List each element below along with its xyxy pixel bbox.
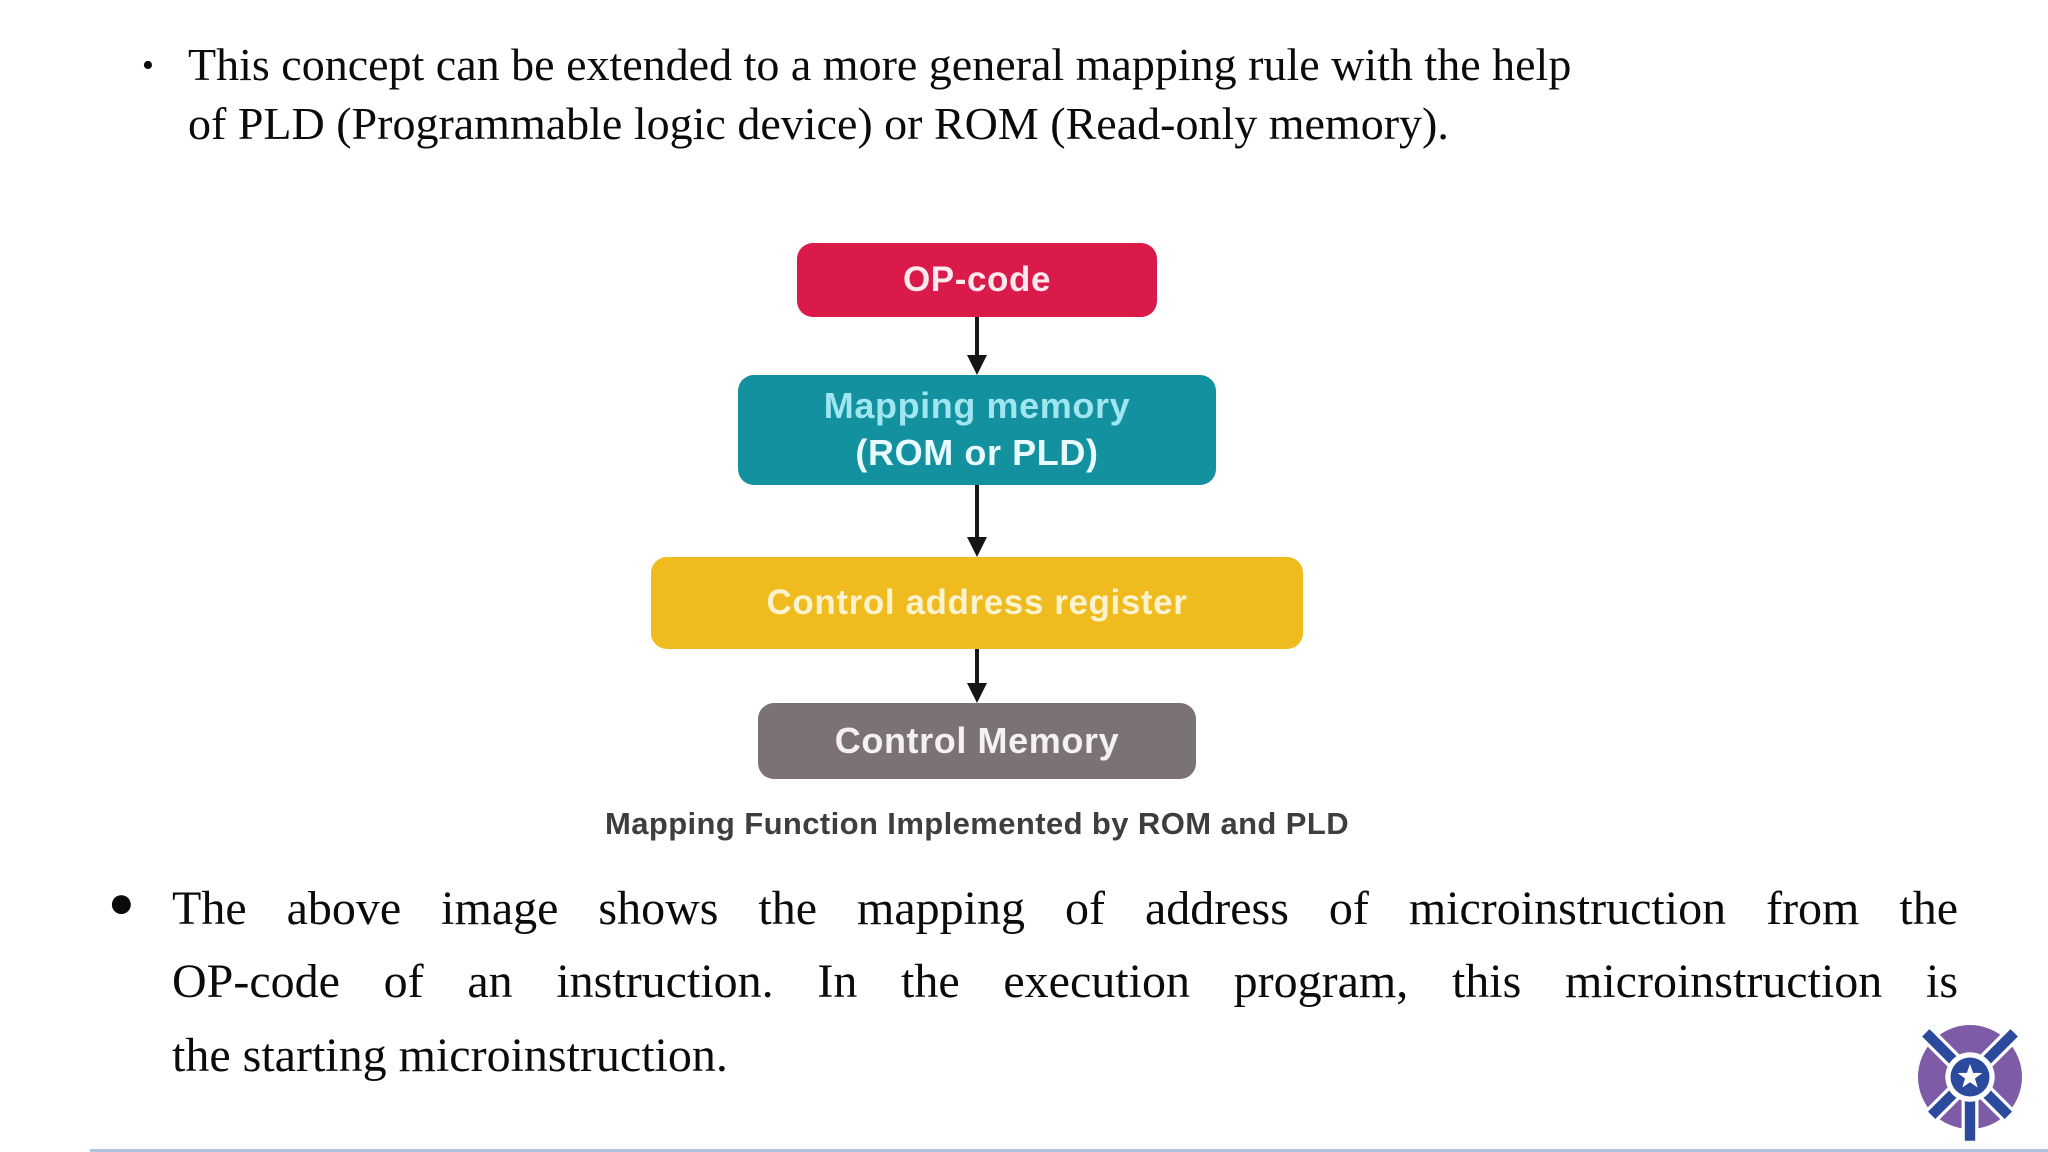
diagram-node-mapping-memory-line-2: (ROM or PLD)	[855, 432, 1099, 473]
diagram-node-control-address-register-label: Control address register	[766, 583, 1188, 622]
bullet-marker: ●	[108, 878, 135, 927]
bullet-paragraph-2: ● The above image shows the mapping of a…	[108, 872, 1958, 1092]
bullet-1-text: This concept can be extended to a more g…	[188, 36, 1932, 154]
bullet-2-line-2: OP-code of an instruction. In the execut…	[172, 955, 1958, 1009]
down-arrow-icon	[967, 485, 987, 557]
college-emblem-logo	[1918, 1025, 2022, 1141]
bullet-marker: •	[142, 47, 154, 84]
diagram-node-control-memory: Control Memory	[758, 703, 1196, 779]
diagram-node-control-memory-label: Control Memory	[834, 720, 1120, 761]
star-icon	[1957, 1064, 1983, 1088]
diagram-caption: Mapping Function Implemented by ROM and …	[605, 806, 1349, 841]
bullet-2-line-1: The above image shows the mapping of add…	[172, 882, 1958, 935]
mapping-flow-diagram: OP-code Mapping memory (ROM or PLD) Cont…	[651, 243, 1303, 779]
bullet-1-line-1: This concept can be extended to a more g…	[188, 39, 1572, 90]
bullet-2-line-3: the starting microinstruction.	[172, 1028, 728, 1082]
diagram-node-op-code: OP-code	[797, 243, 1157, 317]
bullet-2-text: The above image shows the mapping of add…	[172, 872, 1958, 1092]
diagram-node-mapping-memory-line-1: Mapping memory	[823, 385, 1131, 427]
bullet-1-line-2: of PLD (Programmable logic device) or RO…	[188, 97, 1449, 149]
diagram-node-mapping-memory: Mapping memory (ROM or PLD)	[738, 375, 1216, 485]
down-arrow-icon	[967, 317, 987, 375]
diagram-node-op-code-label: OP-code	[902, 260, 1052, 299]
down-arrow-icon	[967, 649, 987, 703]
bullet-paragraph-1: • This concept can be extended to a more…	[142, 36, 1932, 154]
diagram-node-control-address-register: Control address register	[651, 557, 1303, 649]
bottom-divider	[90, 1149, 2048, 1152]
